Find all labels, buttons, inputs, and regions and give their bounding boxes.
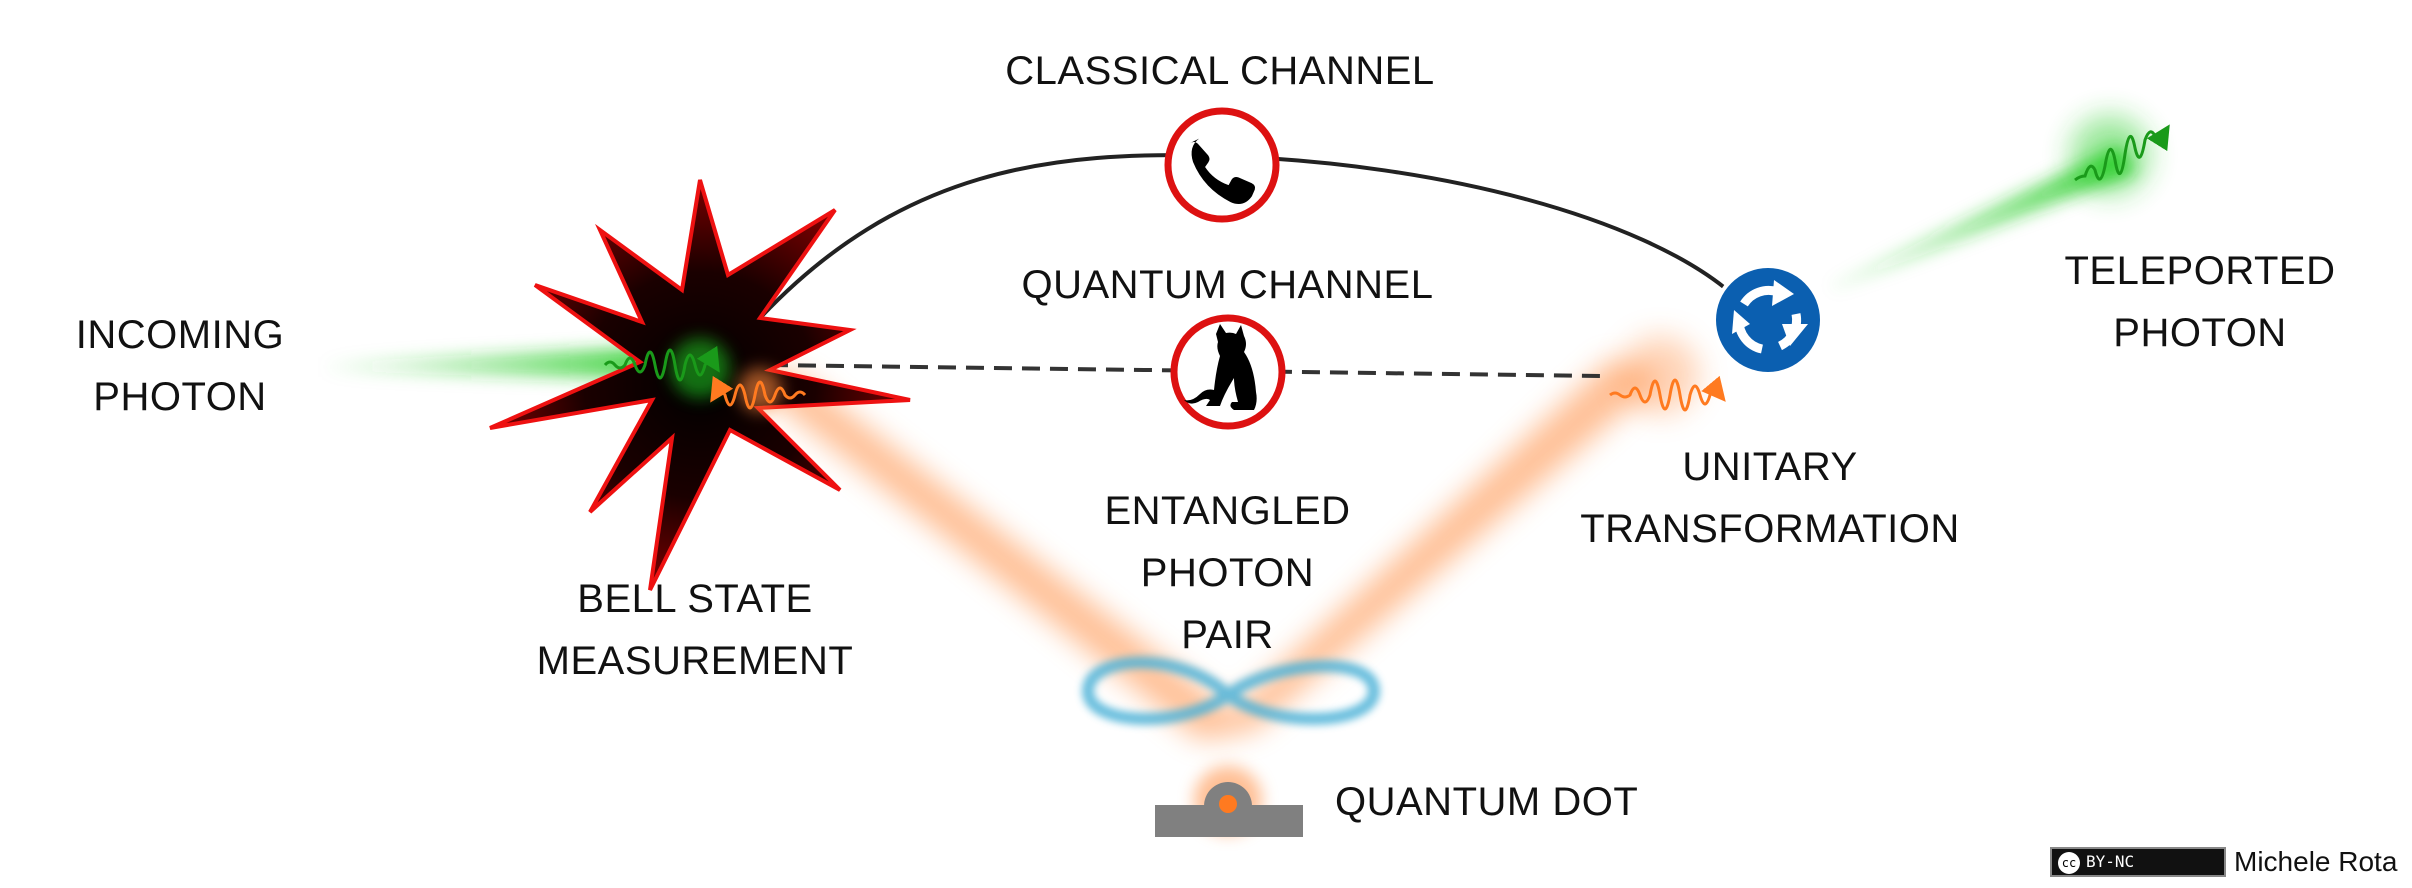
incoming-photon-label: INCOMING PHOTON [40,304,320,428]
incoming-beam [320,345,690,380]
roundabout-icon [1712,264,1824,376]
teleported-photon-label: TELEPORTED PHOTON [2040,240,2360,364]
cat-icon [1170,314,1286,430]
entangled-line-3: PAIR [1181,613,1274,657]
quantum-channel-label: QUANTUM CHANNEL [1000,254,1455,316]
unitary-line-2: TRANSFORMATION [1580,507,1960,551]
teleported-wave-packet [2074,124,2170,182]
teleported-line-2: PHOTON [2113,311,2287,355]
license-text: BY-NC [2086,852,2135,871]
classical-channel-label: CLASSICAL CHANNEL [1000,40,1440,102]
bsm-line-1: BELL STATE [577,577,813,621]
credit: cc BY-NC Michele Rota [2050,844,2397,880]
phone-icon [1164,107,1280,223]
incoming-photon-line-2: PHOTON [93,375,267,419]
entangled-beams [735,360,1665,740]
entanglement-loop [1082,656,1380,725]
unitary-orange-wave-packet [1609,375,1726,412]
unitary-transformation-label: UNITARY TRANSFORMATION [1560,436,1980,560]
quantum-dot-icon [1155,766,1303,837]
quantum-dot-text: QUANTUM DOT [1335,780,1639,824]
entangled-line-2: PHOTON [1140,551,1315,595]
quantum-channel-text: QUANTUM CHANNEL [1021,263,1434,307]
bsm-line-2: MEASUREMENT [536,639,854,683]
incoming-photon-line-1: INCOMING [75,313,285,357]
teleported-line-1: TELEPORTED [2064,249,2336,293]
license-badge[interactable]: cc BY-NC [2050,847,2226,877]
entangled-photon-pair-label: ENTANGLED PHOTON PAIR [1090,480,1365,666]
teleported-beam [1830,145,2135,290]
classical-channel-text: CLASSICAL CHANNEL [1005,49,1435,93]
cc-icon: cc [2058,851,2080,874]
author-name: Michele Rota [2234,846,2398,877]
unitary-line-1: UNITARY [1682,445,1858,489]
bsm-orange-wave-packet [710,375,807,410]
entangled-line-1: ENTANGLED [1104,489,1351,533]
bell-state-measurement-label: BELL STATE MEASUREMENT [510,568,880,692]
quantum-dot-label: QUANTUM DOT [1335,771,1675,833]
incoming-wave-packet [603,345,720,382]
